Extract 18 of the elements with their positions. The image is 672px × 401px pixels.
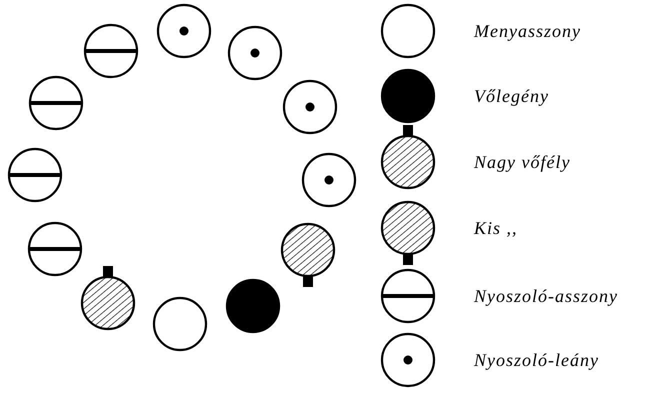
open-circle-symbol: [152, 296, 208, 352]
dotted-circle-symbol: [282, 79, 338, 135]
hatched-circle-symbol: [80, 266, 136, 331]
legend-label: Nagy vőfély: [474, 151, 570, 173]
barred-circle-symbol: [83, 23, 139, 79]
hatched-circle-symbol: [280, 222, 336, 287]
filled-circle-symbol: [225, 278, 281, 334]
legend-label: Vőlegény: [474, 85, 549, 107]
legend-label: Nyoszoló-leány: [474, 349, 599, 371]
legend-label: Menyasszony: [474, 20, 581, 42]
legend-label: Kis ,,: [474, 217, 518, 239]
dotted-circle-symbol: [301, 152, 357, 208]
barred-circle-symbol: [27, 221, 83, 277]
barred-circle-symbol: [28, 75, 84, 131]
dotted-circle-symbol: [156, 3, 212, 59]
barred-circle-symbol: [7, 147, 63, 203]
dotted-circle-symbol: [227, 25, 283, 81]
legend-label: Nyoszoló-asszony: [474, 285, 618, 307]
